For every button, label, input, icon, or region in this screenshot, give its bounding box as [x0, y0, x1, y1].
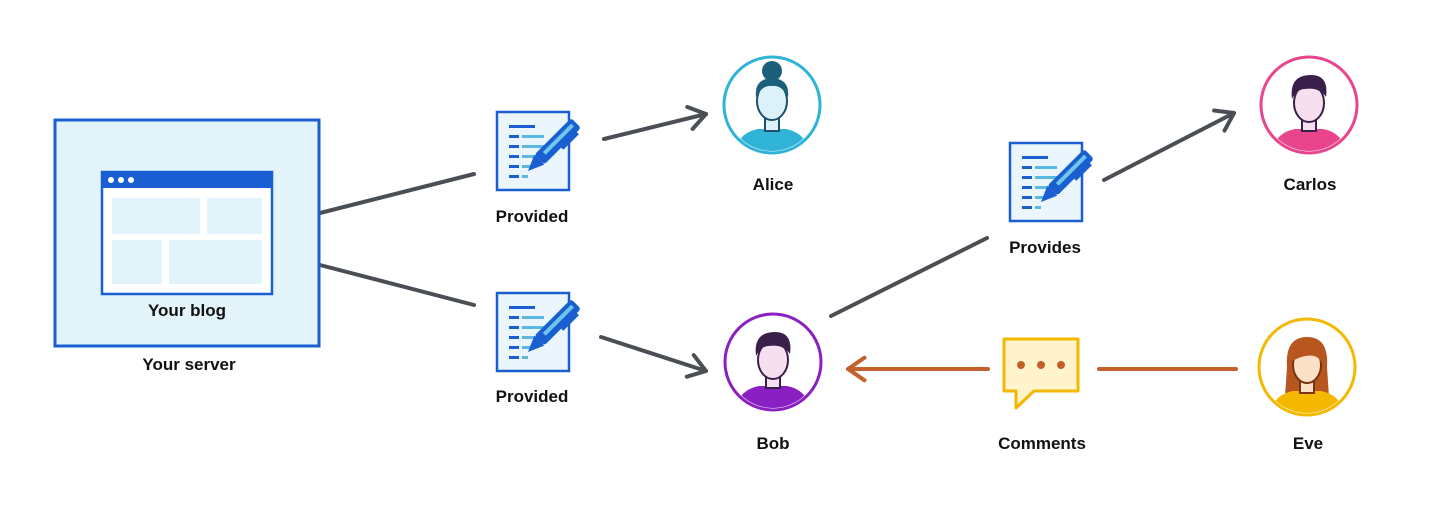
connector-doc-alice-to-alice	[602, 112, 708, 141]
person-name-carlos: Carlos	[1283, 175, 1337, 194]
connector-doc-bob-to-bob	[599, 335, 708, 373]
person-name-bob: Bob	[756, 434, 790, 453]
doc-alice-label: Provided	[495, 207, 569, 226]
person-avatar-icon	[1261, 57, 1357, 157]
server-label: Your server	[142, 355, 236, 374]
person-name-eve: Eve	[1292, 434, 1324, 453]
connector-doc-carlos-to-carlos-arrowhead	[1212, 108, 1236, 133]
document-pen-icon	[495, 291, 585, 373]
document-pen-icon	[1008, 141, 1098, 223]
connector-server-doc-bob	[318, 263, 476, 307]
person-name-alice: Alice	[752, 175, 794, 194]
connector-bob-doc-carlos	[829, 236, 989, 318]
speech-bubble-icon	[1002, 337, 1080, 410]
person-avatar-icon	[1259, 319, 1355, 419]
doc-bob-label: Provided	[495, 387, 569, 406]
connector-doc-carlos-to-carlos	[1102, 111, 1236, 182]
person-avatar-icon	[724, 57, 820, 157]
server-box	[53, 118, 321, 348]
connector-doc-alice-to-alice-arrowhead	[685, 104, 708, 131]
connector-doc-bob-to-bob-arrowhead	[684, 353, 708, 379]
comment-label: Comments	[998, 434, 1086, 453]
doc-carlos-label: Provides	[1009, 238, 1081, 257]
person-avatar-icon	[725, 314, 821, 414]
connector-comment-to-bob-arrowhead	[846, 355, 867, 383]
server-blog-label: Your blog	[147, 301, 227, 320]
browser-window-icon	[100, 170, 274, 296]
document-pen-icon	[495, 110, 585, 192]
connector-server-doc-alice	[318, 172, 476, 215]
